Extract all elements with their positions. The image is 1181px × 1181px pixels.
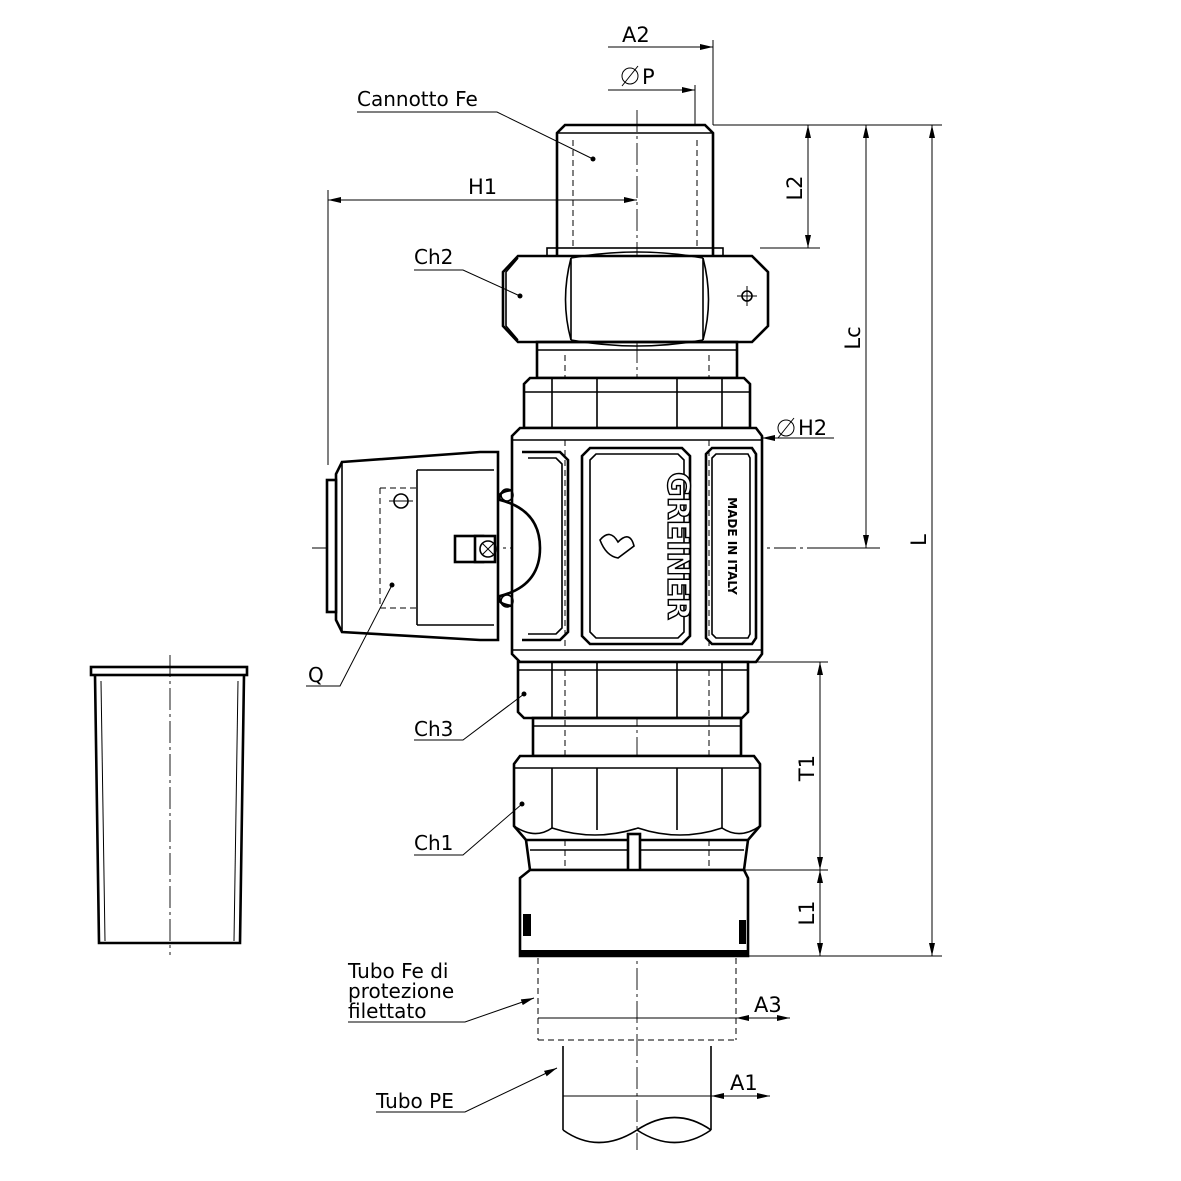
dimension-lines	[327, 40, 942, 1099]
upper-neck	[522, 340, 752, 430]
dim-l2: L2	[783, 175, 807, 200]
steel-pipe-cannotto	[555, 123, 715, 256]
label-tubo-fe-line1: Tubo Fe di	[347, 959, 448, 983]
valve-body: GREINER MADE IN ITALY	[510, 426, 764, 664]
q-side-cap	[325, 450, 542, 642]
ch2-hex-nut	[501, 247, 770, 347]
pe-pipe	[562, 1046, 712, 1144]
bottom-spigot	[518, 868, 750, 958]
ch1-compression-nut	[512, 754, 762, 884]
label-q: Q	[308, 663, 324, 687]
threaded-steel-pipe-dashed	[537, 958, 737, 1041]
label-ch1: Ch1	[414, 831, 453, 855]
diameter-icon	[621, 65, 639, 87]
made-in-italy-text: MADE IN ITALY	[725, 497, 739, 595]
label-tubo-fe-line2: protezione	[348, 979, 454, 1003]
dim-a1: A1	[730, 1071, 758, 1095]
dim-h2: H2	[798, 416, 827, 440]
dim-p: P	[642, 65, 655, 89]
protective-cap-view	[89, 655, 249, 955]
dim-t1: T1	[795, 755, 819, 782]
dim-l1: L1	[795, 900, 819, 925]
dim-h1: H1	[468, 175, 497, 199]
dim-l: L	[907, 534, 931, 546]
label-tubo-fe-line3: filettato	[348, 999, 426, 1023]
label-ch2: Ch2	[414, 245, 453, 269]
dim-a3: A3	[754, 993, 782, 1017]
label-cannotto-fe: Cannotto Fe	[357, 87, 478, 111]
leader-lines	[306, 111, 594, 1113]
dim-a2: A2	[622, 23, 650, 47]
brand-text: GREINER	[660, 472, 695, 620]
label-ch3: Ch3	[414, 717, 453, 741]
diameter-icon	[777, 417, 795, 439]
dim-lc: Lc	[841, 326, 865, 349]
label-tubo-pe: Tubo PE	[375, 1089, 454, 1113]
